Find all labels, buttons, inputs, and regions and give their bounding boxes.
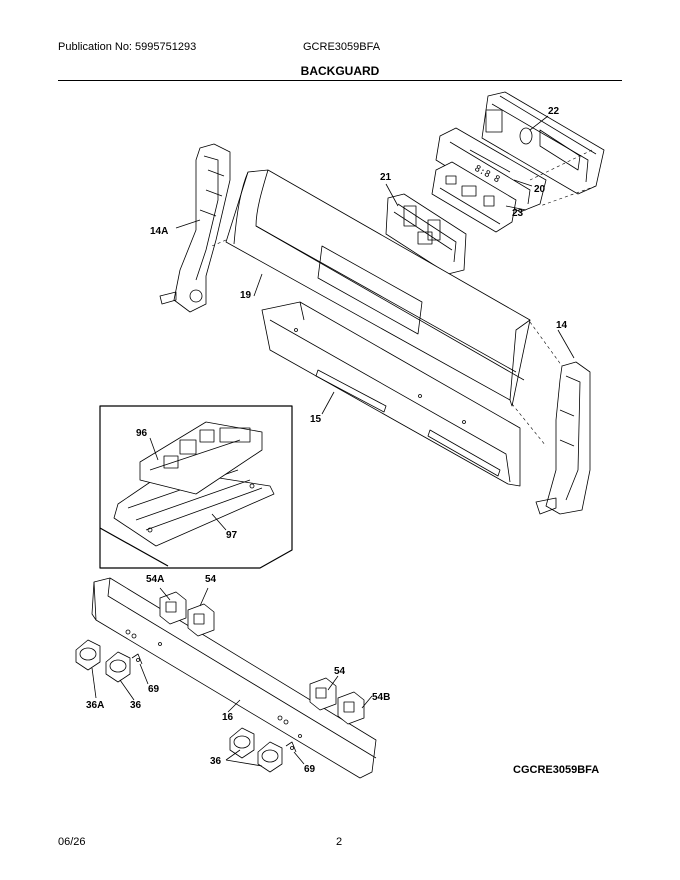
part-69-clip-upper xyxy=(131,653,143,665)
part-54a-switch xyxy=(159,591,187,625)
page-title: BACKGUARD xyxy=(300,64,380,78)
part-21-bracket xyxy=(385,193,467,275)
part-19-backguard-panel xyxy=(225,169,531,407)
knob-36a xyxy=(75,639,101,671)
label-14a: 14A xyxy=(150,226,168,237)
part-14a-left-endcap xyxy=(159,143,231,313)
label-54-lower: 54 xyxy=(334,666,346,677)
label-21: 21 xyxy=(380,172,392,183)
label-69-lower: 69 xyxy=(304,764,316,775)
label-96: 96 xyxy=(136,428,148,439)
label-36a: 36A xyxy=(86,700,104,711)
part-16-control-panel xyxy=(91,577,377,779)
diagram-code: CGCRE3059BFA xyxy=(513,764,600,776)
footer-date: 06/26 xyxy=(58,836,86,848)
part-15-mounting-bracket xyxy=(261,301,521,487)
label-54a: 54A xyxy=(146,574,164,585)
part-96-relay-board xyxy=(139,421,263,495)
part-54-switch-top xyxy=(187,603,215,637)
label-36-lower: 36 xyxy=(210,756,222,767)
label-23: 23 xyxy=(512,208,524,219)
label-19: 19 xyxy=(240,290,252,301)
label-15: 15 xyxy=(310,414,322,425)
knob-36-lower-b xyxy=(257,741,283,773)
label-20: 20 xyxy=(534,184,546,195)
label-97: 97 xyxy=(226,530,238,541)
label-69-upper: 69 xyxy=(148,684,160,695)
part-69-clip-lower xyxy=(285,741,297,753)
label-54b: 54B xyxy=(372,692,390,703)
knob-36-upper xyxy=(105,651,131,683)
knob-36-lower-a xyxy=(229,727,255,759)
label-16: 16 xyxy=(222,712,234,723)
part-54b-switch xyxy=(337,691,365,725)
header-rule xyxy=(58,80,622,81)
part-23-circuit-board xyxy=(431,161,517,233)
part-54-switch-lower xyxy=(309,677,337,711)
label-22: 22 xyxy=(548,106,560,117)
model-number: GCRE3059BFA xyxy=(303,41,381,53)
label-54-top: 54 xyxy=(205,574,217,585)
leader-lines xyxy=(91,115,575,767)
alignment-lines xyxy=(211,149,597,447)
part-labels: 22 21 20 23 14A 19 14 15 96 97 54A 54 69… xyxy=(86,106,568,775)
part-14-right-endcap xyxy=(535,361,591,515)
page-number: 2 xyxy=(336,836,343,848)
part-22-control-housing xyxy=(481,91,605,195)
label-36-upper: 36 xyxy=(130,700,142,711)
label-14: 14 xyxy=(556,320,568,331)
publication-number: Publication No: 5995751293 xyxy=(58,41,197,53)
